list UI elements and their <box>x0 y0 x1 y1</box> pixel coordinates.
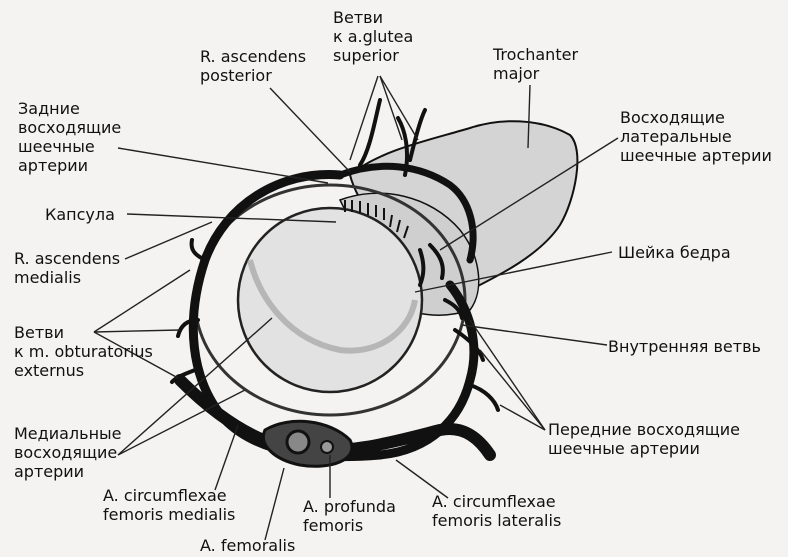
label-trochanter-major: Trochanter major <box>493 45 578 83</box>
label-capsule: Капсула <box>45 205 115 224</box>
label-medial-ascending: Медиальные восходящие артерии <box>14 424 122 481</box>
label-ascendens-medialis: R. ascendens medialis <box>14 249 120 287</box>
label-circumflexa-medialis: A. circumflexae femoris medialis <box>103 486 235 524</box>
label-femoral-neck: Шейка бедра <box>618 243 731 262</box>
label-inner-branch: Внутренняя ветвь <box>608 337 761 356</box>
label-posterior-neck-arteries: Задние восходящие шеечные артерии <box>18 99 121 175</box>
label-profunda-femoris: A. profunda femoris <box>303 497 396 535</box>
label-gluteal-branches: Ветви к a.glutea superior <box>333 8 413 65</box>
label-obturatorius-branches: Ветви к m. obturatorius externus <box>14 323 153 380</box>
label-anterior-neck-arteries: Передние восходящие шеечные артерии <box>548 420 740 458</box>
femoralis-lumen <box>287 431 309 453</box>
label-lateral-neck-arteries: Восходящие латеральные шеечные артерии <box>620 108 772 165</box>
label-femoralis: A. femoralis <box>200 536 295 555</box>
label-circumflexa-lateralis: A. circumflexae femoris lateralis <box>432 492 561 530</box>
label-ascendens-posterior: R. ascendens posterior <box>200 47 306 85</box>
profunda-lumen <box>321 441 333 453</box>
